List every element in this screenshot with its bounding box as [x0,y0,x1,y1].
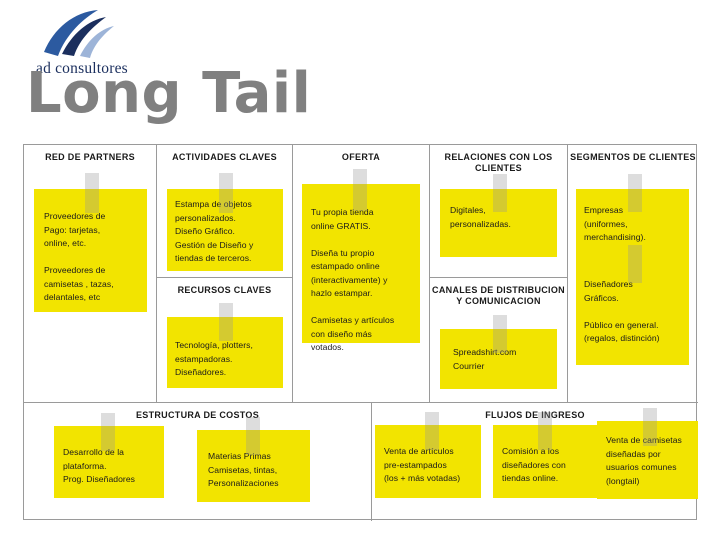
tape-strip [219,173,233,213]
tape-strip [425,412,439,450]
block-title: FLUJOS DE INGRESO [485,410,585,420]
block-flujos-de-ingreso[interactable]: FLUJOS DE INGRESO Venta de artículos pre… [372,403,698,521]
tape-strip [353,169,367,211]
grid-divider-vertical [371,402,372,521]
sticky-note[interactable]: Tecnología, plotters, estampadoras. Dise… [167,317,283,391]
grid-divider-vertical [292,145,293,402]
sticky-note[interactable]: Materias Primas Camisetas, tintas, Perso… [197,430,310,505]
sticky-note-text: Venta de camisetas diseñadas por usuario… [606,435,682,486]
block-oferta[interactable]: OFERTA Tu propia tienda online GRATIS. D… [293,145,429,402]
sticky-note-text: Spreadshirt.com Courrier [453,347,517,371]
block-segmentos-de-clientes[interactable]: SEGMENTOS DE CLIENTES Empresas (uniforme… [568,145,698,402]
sticky-note-text: Comisión a los diseñadores con tiendas o… [502,446,566,483]
block-title: RECURSOS CLAVES [177,285,272,295]
sticky-note[interactable]: Desarrollo de la plataforma. Prog. Diseñ… [54,426,164,501]
sticky-note[interactable]: Comisión a los diseñadores con tiendas o… [493,425,597,501]
ad-consultores-swoosh-icon [44,10,114,58]
tape-strip [643,408,657,446]
sticky-note[interactable]: Estampa de objetos personalizados. Diseñ… [167,189,283,274]
tape-strip [85,173,99,213]
grid-divider-vertical [156,145,157,402]
business-model-canvas: RED DE PARTNERS Proveedores de Pago: tar… [23,144,698,521]
sticky-note-text: Venta de artículos pre-estampados (los +… [384,446,461,483]
sticky-note[interactable]: Venta de artículos pre-estampados (los +… [375,425,481,501]
tape-strip [628,245,642,283]
grid-divider-vertical [429,145,430,402]
block-canales-de-distribucion-y-comunicacion[interactable]: CANALES DE DISTRIBUCION Y COMUNICACION S… [430,278,567,402]
tape-strip [219,303,233,341]
sticky-note-text: Diseñadores Gráficos. Público en general… [584,279,660,343]
sticky-note-text: Estampa de objetos personalizados. Diseñ… [175,199,254,263]
tape-strip [101,413,115,451]
brand-logo: ad consultores [36,8,156,78]
sticky-note-text: Tu propia tienda online GRATIS. Diseña t… [311,207,395,352]
brand-wordmark: ad consultores [36,60,128,77]
block-relaciones-con-los-clientes[interactable]: RELACIONES CON LOS CLIENTES Digitales, p… [430,145,567,277]
tape-strip [628,174,642,212]
tape-strip [493,174,507,212]
block-title: ESTRUCTURA DE COSTOS [135,410,259,420]
block-red-de-partners[interactable]: RED DE PARTNERS Proveedores de Pago: tar… [24,145,156,402]
grid-divider-horizontal [24,402,698,403]
sticky-note[interactable]: Tu propia tienda online GRATIS. Diseña t… [302,184,420,352]
sticky-note-text: Empresas (uniformes, merchandising). [584,205,646,242]
sticky-note[interactable]: Venta de camisetas diseñadas por usuario… [597,421,698,502]
tape-strip [246,417,260,455]
sticky-note-text: Digitales, personalizadas. [450,205,511,229]
tape-strip [493,315,507,353]
block-title: RELACIONES CON LOS CLIENTES [444,152,553,173]
grid-divider-horizontal [429,277,567,278]
sticky-note-text: Materias Primas Camisetas, tintas, Perso… [208,451,279,488]
block-title: CANALES DE DISTRIBUCION Y COMUNICACION [432,285,565,306]
page-title: Long Tail [26,61,312,126]
block-actividades-claves[interactable]: ACTIVIDADES CLAVES Estampa de objetos pe… [157,145,292,277]
sticky-note-text: Tecnología, plotters, estampadoras. Dise… [175,340,253,377]
sticky-note[interactable]: Digitales, personalizadas. [440,189,557,260]
grid-divider-horizontal [156,277,292,278]
sticky-note-text: Desarrollo de la plataforma. Prog. Diseñ… [63,447,136,484]
grid-divider-vertical [567,145,568,402]
sticky-note-text: Proveedores de Pago: tarjetas, online, e… [44,211,114,302]
sticky-note[interactable]: Proveedores de Pago: tarjetas, online, e… [34,189,147,315]
tape-strip [538,412,552,450]
block-estructura-de-costos[interactable]: ESTRUCTURA DE COSTOS Desarrollo de la pl… [24,403,371,521]
block-recursos-claves[interactable]: RECURSOS CLAVES Tecnología, plotters, es… [157,278,292,402]
block-title: RED DE PARTNERS [45,152,135,162]
block-title: OFERTA [341,152,381,162]
sticky-note[interactable]: Diseñadores Gráficos. Público en general… [576,258,689,368]
sticky-note[interactable]: Spreadshirt.com Courrier [440,329,557,392]
block-title: ACTIVIDADES CLAVES [172,152,277,162]
block-title: SEGMENTOS DE CLIENTES [570,152,696,162]
